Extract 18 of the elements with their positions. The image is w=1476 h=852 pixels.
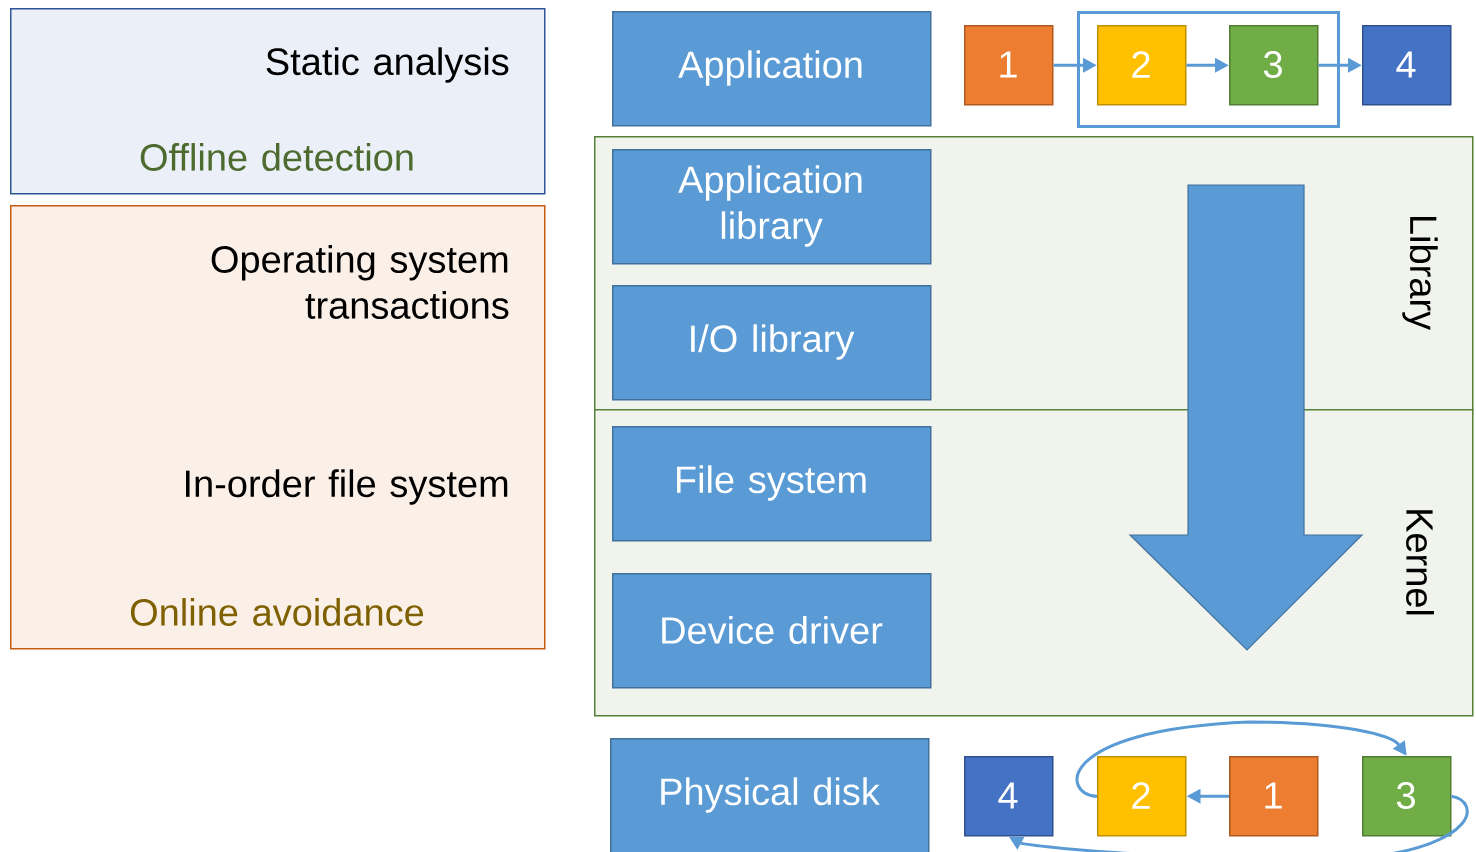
layer-box: Application library: [612, 149, 932, 265]
layer-box: Device driver: [612, 573, 932, 689]
block-box: 2: [1097, 25, 1187, 106]
block-box: 3: [1229, 25, 1319, 106]
arrow: [1075, 720, 1407, 798]
block-box: 4: [1362, 25, 1452, 106]
block-box: 4: [964, 756, 1054, 837]
layer-box: Application: [612, 11, 932, 127]
block-box: 1: [964, 25, 1054, 106]
layer-box: File system: [612, 426, 932, 542]
block-box: 1: [1229, 756, 1319, 837]
layer-box: Physical disk: [610, 738, 930, 852]
block-box: 3: [1362, 756, 1452, 837]
block-box: 2: [1097, 756, 1187, 837]
layer-box: I/O library: [612, 285, 932, 401]
group-frame: [1077, 11, 1340, 128]
text-panel: Operating system transactions In-order file system Online avoidance: [10, 205, 546, 650]
text-panel: Static analysis Offline detection: [10, 8, 546, 195]
